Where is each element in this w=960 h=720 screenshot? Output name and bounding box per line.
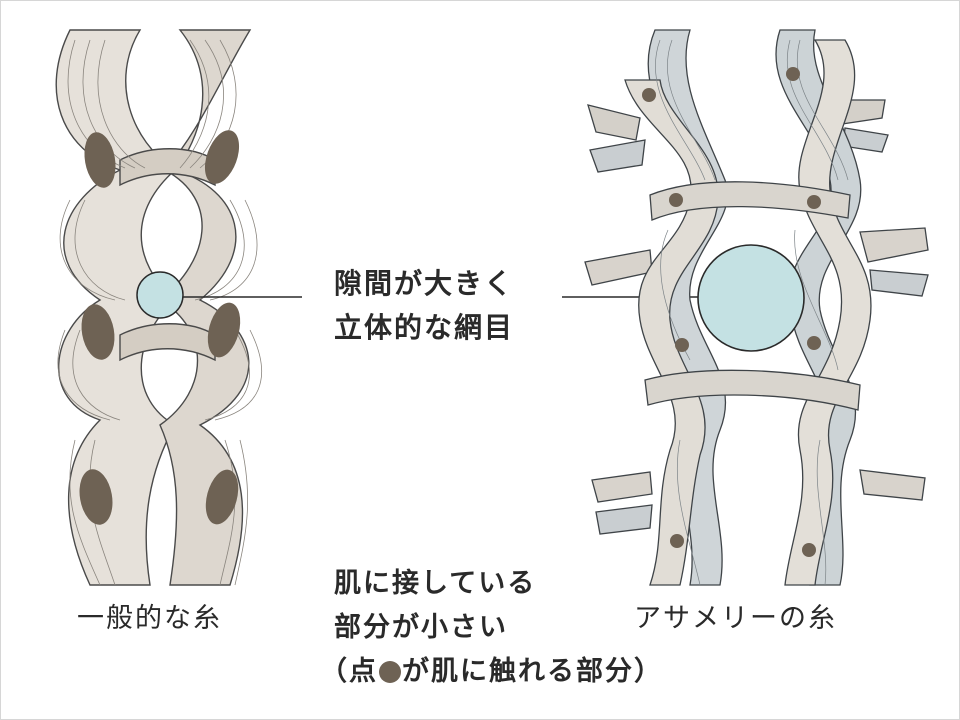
bottom-note-line3: （点が肌に触れる部分） [320,650,663,694]
contact-dot [207,302,241,358]
ribbon-stub [587,104,641,141]
asameri-yarn-caption: アサメリーの糸 [634,603,837,634]
center-label: 隙間が大きく 立体的な網目 [334,262,514,350]
ribbon-loop-lower [644,369,861,411]
bottom-note-line2: 部分が小さい [334,612,508,643]
center-label-line1: 隙間が大きく [334,267,515,300]
contact-dot [786,67,800,81]
contact-dot [205,469,239,525]
ribbon-loop-upper [649,181,851,221]
ribbon-stub [859,227,929,263]
center-label-line2: 立体的な網目 [334,311,515,344]
contact-dot [675,338,689,352]
ribbon-stub [584,249,653,286]
ribbon-stub [869,269,929,297]
common-yarn [55,29,262,586]
common-yarn-loop-upper [119,148,216,187]
ribbon-stub [595,504,653,535]
bottom-note-line1: 肌に接している [334,568,537,599]
gap-circle-large [697,244,805,352]
contact-dot [807,336,821,350]
gap-circle-small [136,271,184,319]
common-yarn-caption: 一般的な糸 [77,603,222,634]
asameri-yarn [584,29,929,586]
common-yarn-loop-lower [119,323,216,362]
bottom-note-line3-prefix: （点 [320,656,378,687]
ribbon-stub [859,469,926,501]
contact-dot [807,195,821,209]
contact-dot [669,193,683,207]
contact-dot [79,469,113,525]
contact-dot [642,88,656,102]
contact-dot [81,304,115,360]
contact-dot [204,130,240,184]
dot-legend-icon [379,661,401,683]
contact-dot [670,534,684,548]
ribbon-stub [591,471,653,503]
contact-dot [84,132,116,188]
ribbon-stub [589,139,646,173]
contact-dot [802,543,816,557]
bottom-note-line3-suffix: が肌に触れる部分） [402,656,663,687]
common-yarn-strand-right [158,29,252,586]
bottom-note: 肌に接している 部分が小さい （点が肌に触れる部分） [320,562,663,694]
